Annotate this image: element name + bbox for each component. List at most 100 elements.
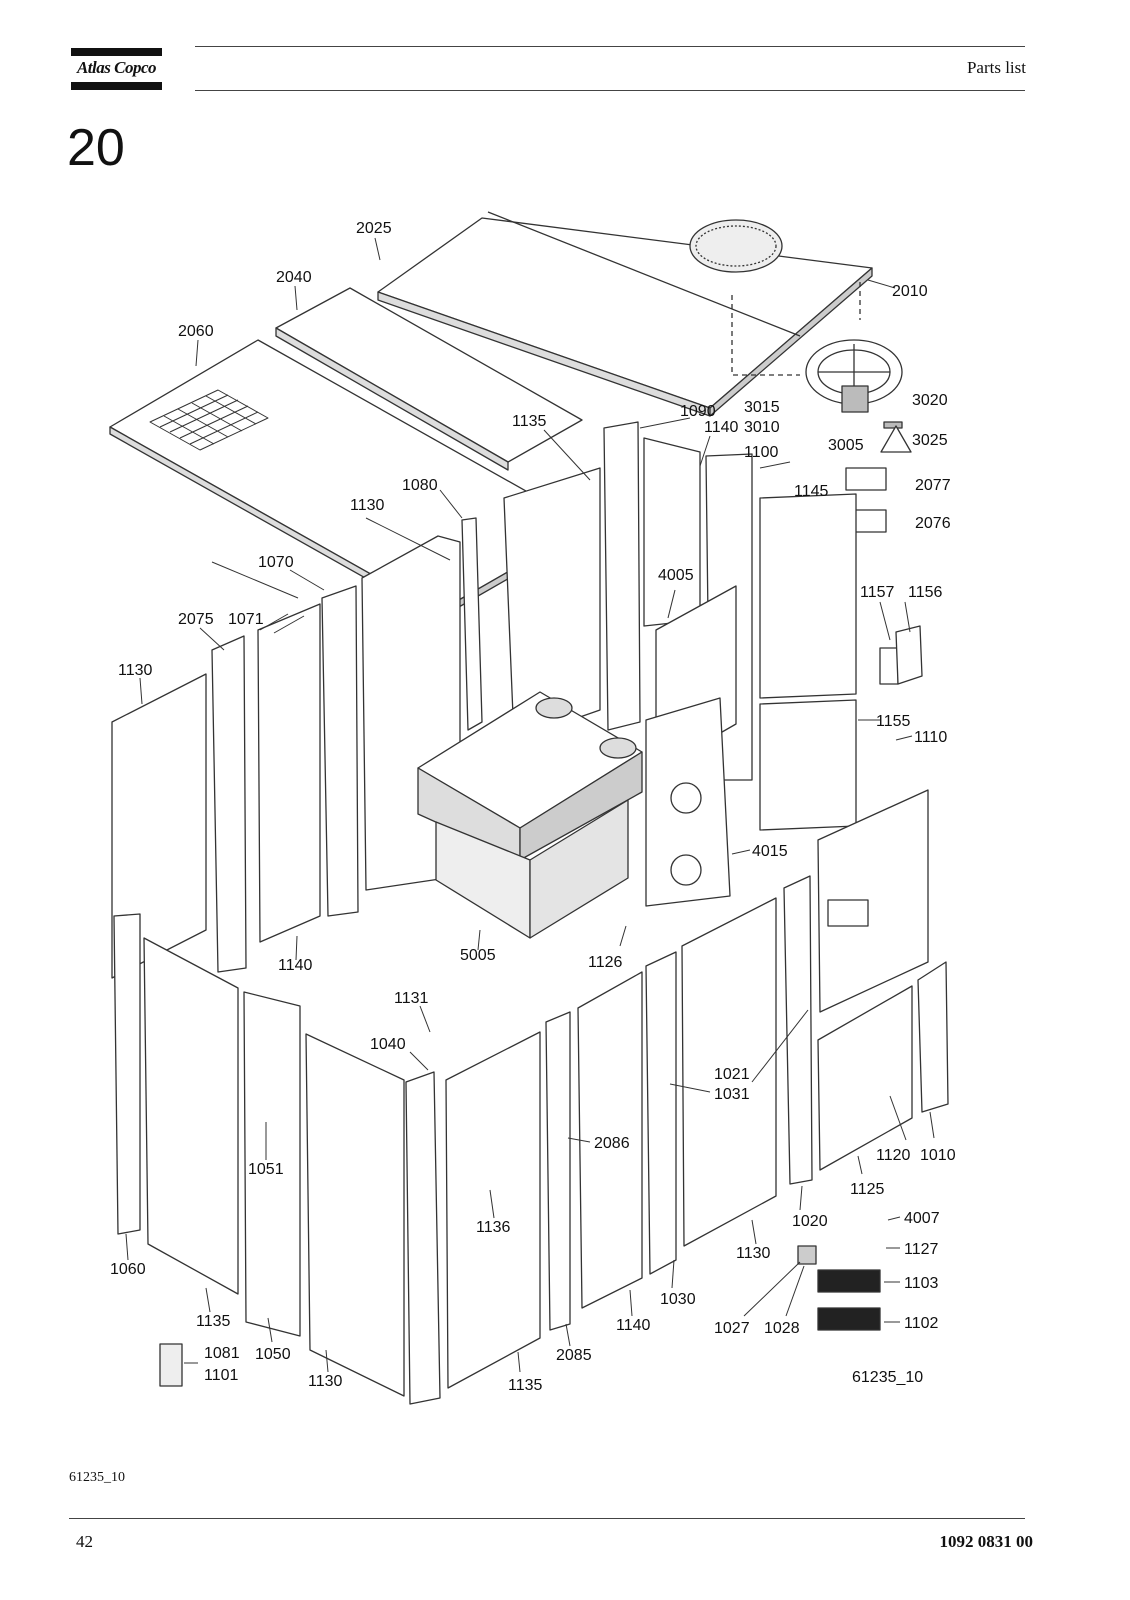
callout: 2086: [594, 1135, 630, 1152]
callout: 1131: [394, 990, 429, 1007]
corner-post-1090: [603, 421, 641, 731]
callout: 2060: [178, 323, 214, 340]
callout: 2025: [356, 220, 392, 237]
callout: 1120: [876, 1147, 911, 1164]
callout: 1060: [110, 1261, 146, 1278]
callout: 1050: [255, 1346, 291, 1363]
back-panel-1135: [503, 467, 601, 741]
front-post-1030: [645, 951, 677, 1275]
callout: 1126: [588, 954, 623, 971]
callout: 3015: [744, 399, 780, 416]
atlas-copco-logo: Atlas Copco: [71, 48, 162, 90]
callout: 3005: [828, 437, 864, 454]
callout: 1010: [920, 1147, 956, 1164]
front-post-1060: [113, 913, 141, 1235]
left-panel-1140: [257, 603, 321, 943]
label-1102: [817, 1307, 881, 1331]
callout: 1081: [204, 1345, 240, 1362]
callout: 1020: [792, 1213, 828, 1230]
callout: 4005: [658, 567, 694, 584]
door-panel-1145: [759, 493, 857, 699]
callout: 2077: [915, 477, 951, 494]
callout: 5005: [460, 947, 496, 964]
callout: 1101: [204, 1367, 239, 1384]
logo-bar-bottom: [71, 82, 162, 90]
callout: 1021: [714, 1066, 750, 1083]
callout: 1135: [196, 1313, 231, 1330]
logo-wordmark: Atlas Copco: [76, 58, 157, 77]
footer-rule: [69, 1518, 1025, 1519]
callout: 1127: [904, 1241, 939, 1258]
callout: 1140: [278, 957, 313, 974]
callout: 4007: [904, 1210, 940, 1227]
callout: 1157: [860, 584, 895, 601]
label-1081: [159, 1343, 183, 1387]
front-post-1050: [243, 991, 301, 1337]
callout: 1110: [914, 729, 947, 746]
callout: 2040: [276, 269, 312, 286]
callout: 1031: [714, 1086, 750, 1103]
callout: 2010: [892, 283, 928, 300]
callout: 1155: [876, 713, 911, 730]
label-2077: [845, 467, 887, 491]
warning-triangle-3025: [880, 425, 912, 453]
section-number: 20: [67, 119, 125, 177]
figure-ref-inline: 61235_10: [852, 1369, 923, 1386]
callout: 1100: [744, 444, 779, 461]
callout: 1102: [904, 1315, 939, 1332]
header-rule-bottom: [195, 90, 1025, 91]
callout: 1130: [350, 497, 385, 514]
callout: 3025: [912, 432, 948, 449]
callout: 1145: [794, 483, 829, 500]
callout: 1071: [228, 611, 264, 628]
callout: 2085: [556, 1347, 592, 1364]
callout: 1140: [616, 1317, 651, 1334]
page-number: 42: [76, 1532, 93, 1551]
callout: 1130: [308, 1373, 343, 1390]
front-panel-1135: [143, 937, 239, 1295]
figure-reference: 61235_10: [69, 1470, 125, 1485]
callout: 1135: [512, 413, 547, 430]
callout: 1103: [904, 1275, 939, 1292]
callout-labels: 2025 2040 2010 2060 3015 3010 3020 1135 …: [110, 220, 956, 1394]
post-1010: [917, 961, 949, 1113]
callout: 1090: [680, 403, 716, 420]
front-post-2085: [545, 1011, 571, 1331]
callout: 1080: [402, 477, 438, 494]
callout: 4015: [752, 843, 788, 860]
callout: 1125: [850, 1181, 885, 1198]
exploded-view-figure: 2025 2040 2010 2060 3015 3010 3020 1135 …: [100, 200, 1000, 1430]
roof-grille: [149, 389, 269, 451]
callout: 2075: [178, 611, 214, 628]
right-panel-1110: [817, 789, 929, 1013]
door-panel-1130-right: [681, 897, 777, 1247]
page-header-title: Parts list: [966, 58, 1026, 77]
document-number: 1092 0831 00: [939, 1532, 1034, 1551]
callout: 2076: [915, 515, 951, 532]
callout: 3010: [744, 419, 780, 436]
callout: 3020: [912, 392, 948, 409]
callout: 1030: [660, 1291, 696, 1308]
door-panel-1125: [817, 985, 913, 1171]
callout: 1156: [908, 584, 943, 601]
callout: 1130: [118, 662, 153, 679]
callout: 1136: [476, 1219, 511, 1236]
front-post-1020: [783, 875, 813, 1185]
callout: 1070: [258, 554, 294, 571]
callout: 1027: [714, 1320, 750, 1337]
callout: 1140: [704, 419, 739, 436]
front-panel-1140: [577, 971, 643, 1309]
corner-post-1040: [405, 1071, 441, 1405]
header-rule-top: [195, 46, 1025, 47]
back-panel-1140: [643, 437, 701, 627]
left-panel-1130: [111, 673, 207, 979]
callout: 1028: [764, 1320, 800, 1337]
callout: 1051: [248, 1161, 284, 1178]
roof-fan-grid: [689, 219, 783, 273]
exploded-view-drawing: 2025 2040 2010 2060 3015 3010 3020 1135 …: [109, 211, 956, 1405]
callout: 1135: [508, 1377, 543, 1394]
left-post-2075: [211, 635, 247, 973]
logo-bar-top: [71, 48, 162, 56]
front-panel-1130: [305, 1033, 405, 1397]
callout: 1040: [370, 1036, 406, 1053]
